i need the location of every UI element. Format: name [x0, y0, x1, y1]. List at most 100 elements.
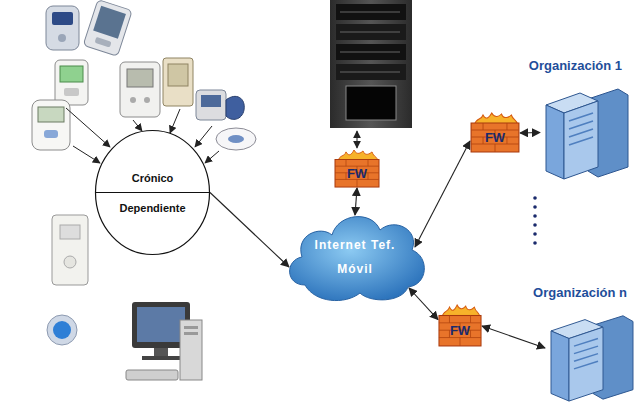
firewall-box-outline [368, 173, 369, 180]
tester-device-part [168, 64, 188, 86]
glucometer-device-part [38, 107, 64, 122]
server-rack-part [336, 4, 406, 20]
device-arrow-part [170, 109, 180, 133]
plug-device-part [64, 256, 76, 268]
firewall-box-outline [495, 144, 496, 152]
internet-cloud-outline [290, 217, 425, 301]
server-rack-part [336, 24, 406, 40]
server-node-outline [569, 121, 593, 129]
firewall-box-outline [335, 160, 379, 188]
firewall-box-outline [506, 137, 507, 144]
ellipsis-dots-part [533, 196, 537, 200]
computer-icon [126, 302, 202, 380]
network-link [415, 141, 470, 247]
server-rack-part [330, 0, 412, 128]
computer-icon-part [154, 348, 168, 356]
meter-device [55, 60, 88, 105]
firewall-label: FW [450, 323, 470, 338]
firewall-box-outline [368, 160, 369, 167]
pda-device-part [93, 6, 126, 39]
device-arrow-part [133, 120, 142, 131]
network-link [355, 188, 357, 215]
tester-device-part [163, 58, 193, 106]
server-rack-part [336, 44, 406, 60]
server-node-outline [551, 331, 569, 401]
firewall-box: FW [438, 305, 482, 347]
device-arrow-part [73, 146, 100, 163]
pda-device-part [83, 0, 132, 56]
firewall-box: FW [334, 150, 380, 188]
ellipsis-dots-part [533, 223, 537, 227]
server-node-outline [574, 346, 598, 354]
plug-device [52, 215, 88, 285]
patient-ellipse-shape [95, 130, 210, 255]
server-node-outline [574, 339, 598, 369]
plug-device-part [60, 225, 80, 239]
monitor-device-part [120, 62, 160, 117]
firewall-box-outline [470, 330, 471, 337]
meter-device-part [64, 88, 79, 96]
call-button-part [53, 321, 71, 339]
glucometer-device [32, 100, 70, 150]
firewall-box-outline [449, 316, 450, 323]
tester-device [163, 58, 193, 106]
firewall-box-outline [483, 137, 484, 144]
rack-link [357, 131, 358, 148]
sensor-device-part [228, 135, 244, 143]
firewall-box-outline [483, 123, 484, 130]
server-node-outline [569, 129, 593, 137]
blood-pressure-device-part [196, 90, 226, 120]
monitor-device-part [127, 69, 153, 87]
network-link [520, 132, 540, 134]
server-node-shape [545, 312, 635, 402]
server-node-outline [546, 105, 564, 179]
computer-icon-part [184, 332, 198, 335]
ellipsis-dots-part [533, 214, 537, 218]
meter-device-part [55, 60, 88, 105]
internet-cloud-shape [280, 205, 430, 305]
firewall-box-outline [471, 123, 519, 152]
server-rack-part [336, 64, 406, 80]
monitor-device-part [130, 97, 136, 103]
server-node-outline [569, 327, 603, 401]
computer-icon-part [126, 370, 178, 380]
glucometer-device-part [52, 12, 73, 25]
meter-device-part [60, 66, 83, 82]
firewall-box-outline [460, 338, 461, 346]
computer-icon-part [137, 307, 185, 342]
server-rack-part [340, 72, 400, 73]
network-link [210, 193, 289, 268]
firewall-box-outline [470, 316, 471, 323]
patient-type-label: Dependiente [119, 202, 185, 214]
sensor-device-part [216, 128, 256, 150]
server-node-shape [540, 85, 630, 180]
blood-pressure-device [196, 90, 244, 120]
blood-pressure-device-part [226, 96, 244, 119]
monitor-device [120, 62, 160, 117]
server-node-outline [564, 101, 598, 179]
server-rack-part [346, 86, 396, 120]
server-rack [330, 0, 412, 128]
internet-cloud: Internet Tef. Móvil [280, 205, 430, 305]
firewall-box-outline [346, 173, 347, 180]
firewall-box-outline [439, 316, 481, 346]
server-node-outline [569, 137, 593, 145]
plug-device-part [52, 215, 88, 285]
blood-pressure-device-part [201, 95, 221, 107]
pda-device-part [95, 37, 112, 48]
firewall-label: FW [347, 166, 367, 181]
pda-device [83, 0, 132, 56]
firewall-box-outline [346, 160, 347, 167]
monitor-device-part [144, 97, 150, 103]
firewall-box-outline [471, 123, 519, 152]
ellipsis-dots [533, 196, 537, 245]
glucometer-device-part [46, 6, 79, 50]
firewall-box: FW [470, 113, 520, 153]
firewall-box-outline [439, 316, 481, 346]
call-button [47, 315, 77, 345]
glucometer-device [46, 6, 79, 50]
patient-ellipse: CrónicoDependiente [95, 130, 210, 255]
sensor-device [216, 128, 256, 150]
firewall-box-outline [506, 123, 507, 130]
